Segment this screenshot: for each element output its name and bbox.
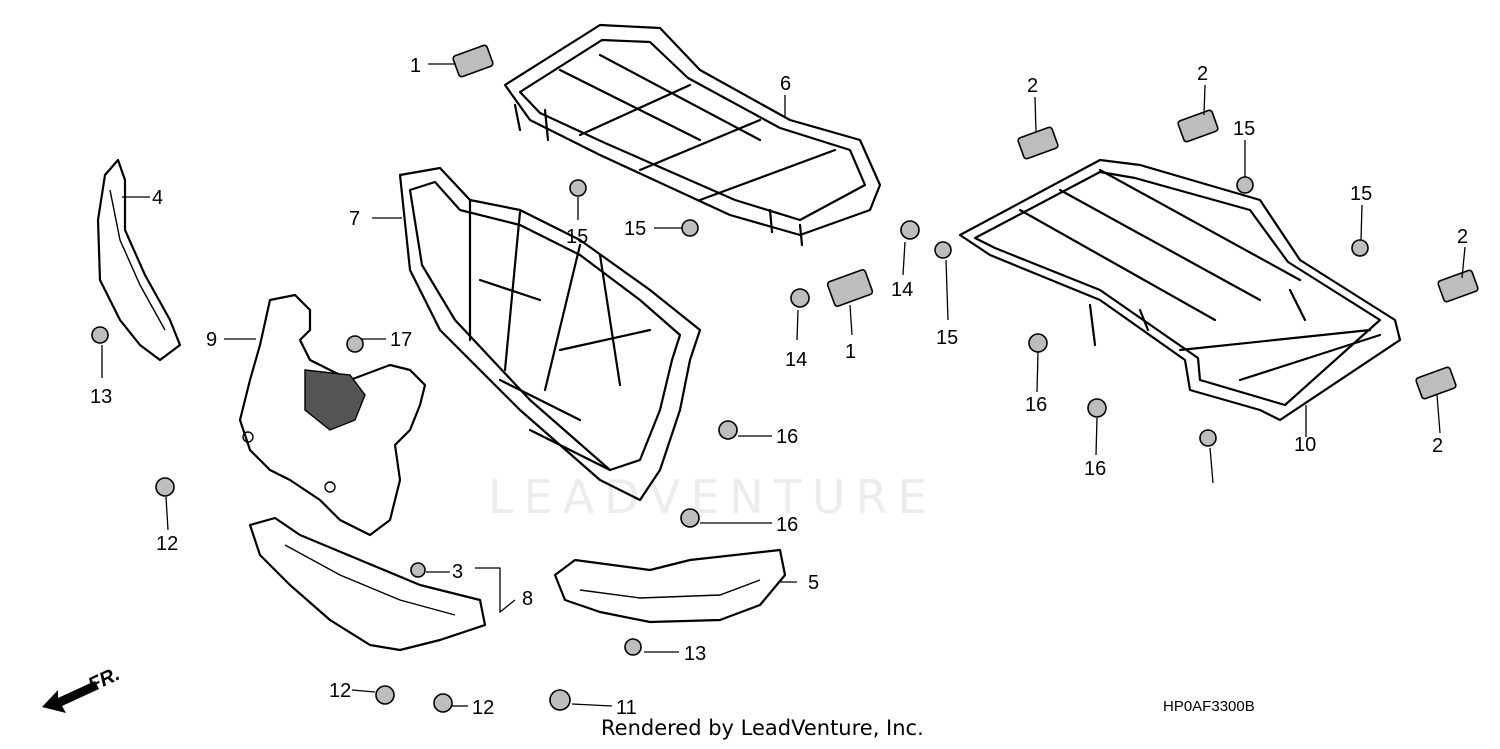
callout: 15 (624, 218, 646, 240)
callout: 5 (808, 572, 819, 594)
callout: 7 (349, 208, 360, 230)
rear-carrier-rack (958, 158, 1402, 422)
callout: 15 (1233, 118, 1255, 140)
front-side-cover (96, 158, 182, 362)
front-direction-arrow: FR. (42, 663, 123, 713)
front-bumper (398, 166, 702, 502)
leader-lines (101, 63, 1466, 707)
callout: 13 (90, 386, 112, 408)
drawing-code: HP0AF3300B (1163, 698, 1255, 715)
callout: 17 (390, 329, 412, 351)
skid-plate (248, 516, 487, 652)
callout: 14 (785, 349, 807, 371)
callout: 11 (616, 697, 637, 719)
callout: 16 (776, 426, 798, 448)
callout: 15 (1350, 183, 1372, 205)
callout: 10 (1294, 434, 1316, 456)
callout: 12 (329, 680, 351, 702)
callout: 2 (1457, 226, 1468, 248)
callout: 16 (1084, 458, 1106, 480)
callout: 1 (845, 341, 856, 363)
front-carrier-rack (503, 23, 882, 247)
callout: 2 (1197, 63, 1208, 85)
callout: 2 (1432, 435, 1443, 457)
callout-labels: 1 1 2 2 2 2 3 4 5 6 7 8 9 10 11 12 12 12… (90, 55, 1468, 719)
callout: 2 (1027, 75, 1038, 97)
callout: 16 (1025, 394, 1047, 416)
callout: 15 (936, 327, 958, 349)
callout: 3 (452, 561, 463, 583)
callout: 16 (776, 514, 798, 536)
callout: 9 (206, 329, 217, 351)
right-side-cover (553, 548, 787, 624)
callout: 8 (522, 588, 533, 610)
callout: 14 (891, 279, 913, 301)
watermark: LEADVENTURE (488, 470, 937, 524)
callout: 6 (780, 73, 791, 95)
callout: 13 (684, 643, 706, 665)
rubber-pads (452, 44, 1479, 400)
callout: 4 (152, 187, 163, 209)
callout: 15 (566, 226, 588, 248)
front-center-guard (238, 293, 427, 537)
footer-credit: Rendered by LeadVenture, Inc. (601, 716, 924, 740)
callout: 1 (410, 55, 421, 77)
fasteners (91, 176, 1369, 713)
callout: 12 (156, 533, 178, 555)
callout: 12 (472, 697, 494, 719)
